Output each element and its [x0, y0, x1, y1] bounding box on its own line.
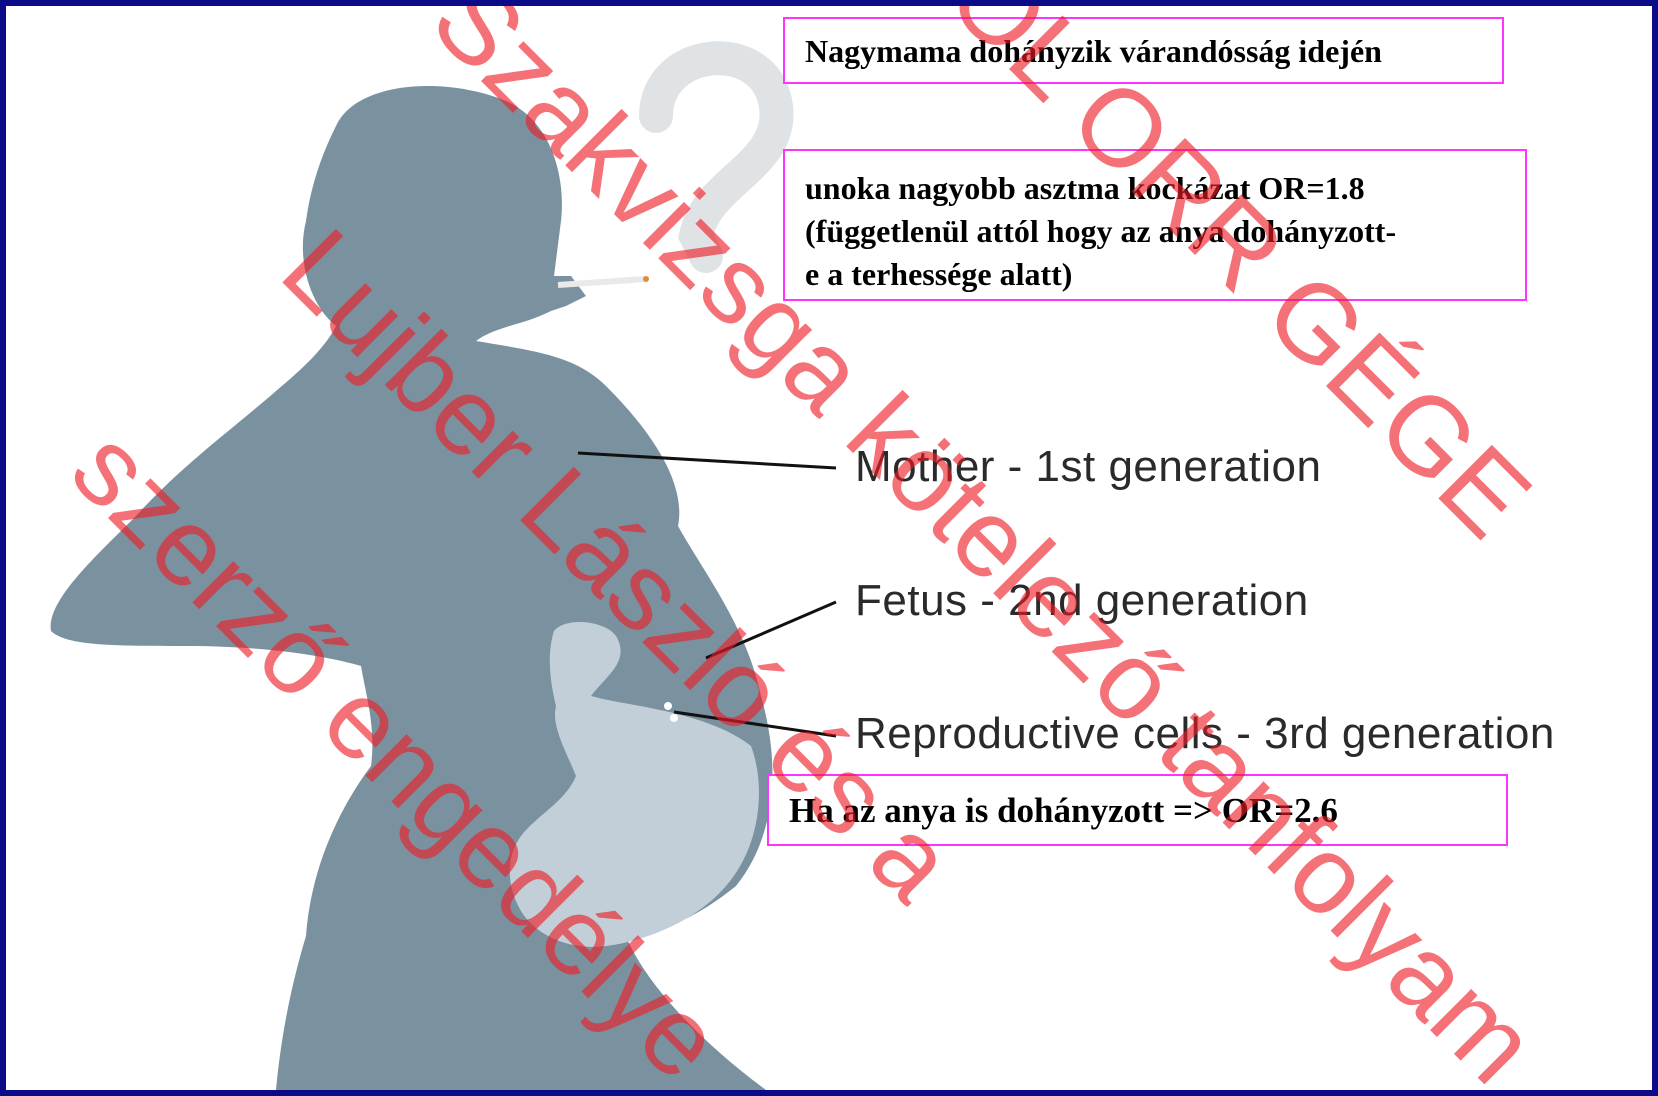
reproductive-cell-dot [664, 702, 672, 710]
asthma-risk-text: unoka nagyobb asztma kockázat [805, 170, 1258, 206]
body-shape [51, 86, 773, 1090]
reproductive-cell-dot [670, 714, 678, 722]
fetus-generation-label: Fetus - 2nd generation [855, 576, 1309, 626]
asthma-risk-line-3: e a terhessége alatt) [805, 253, 1505, 296]
cigarette-tip-shape [643, 276, 649, 282]
reproductive-cells-generation-label: Reproductive cells - 3rd generation [855, 709, 1555, 759]
mother-generation-label: Mother - 1st generation [855, 442, 1321, 492]
mother-smoking-box: Ha az anya is dohányzott => OR=2.6 [767, 774, 1508, 846]
asthma-risk-box: unoka nagyobb asztma kockázat OR=1.8 (fü… [783, 149, 1527, 301]
slide: Nagymama dohányzik várandósság idején un… [6, 6, 1652, 1090]
asthma-risk-line-2: (függetlenül attól hogy az anya dohányzo… [805, 210, 1505, 253]
question-mark-shape [656, 58, 777, 256]
asthma-risk-line-1: unoka nagyobb asztma kockázat OR=1.8 [805, 167, 1505, 210]
odds-ratio-2: OR=2.6 [1222, 791, 1338, 830]
mother-smoking-text: Ha az anya is dohányzott => [789, 791, 1222, 830]
grandmother-smoking-text: Nagymama dohányzik várandósság idején [805, 33, 1382, 69]
grandmother-smoking-box: Nagymama dohányzik várandósság idején [783, 17, 1504, 84]
odds-ratio-1: OR=1.8 [1258, 170, 1364, 206]
